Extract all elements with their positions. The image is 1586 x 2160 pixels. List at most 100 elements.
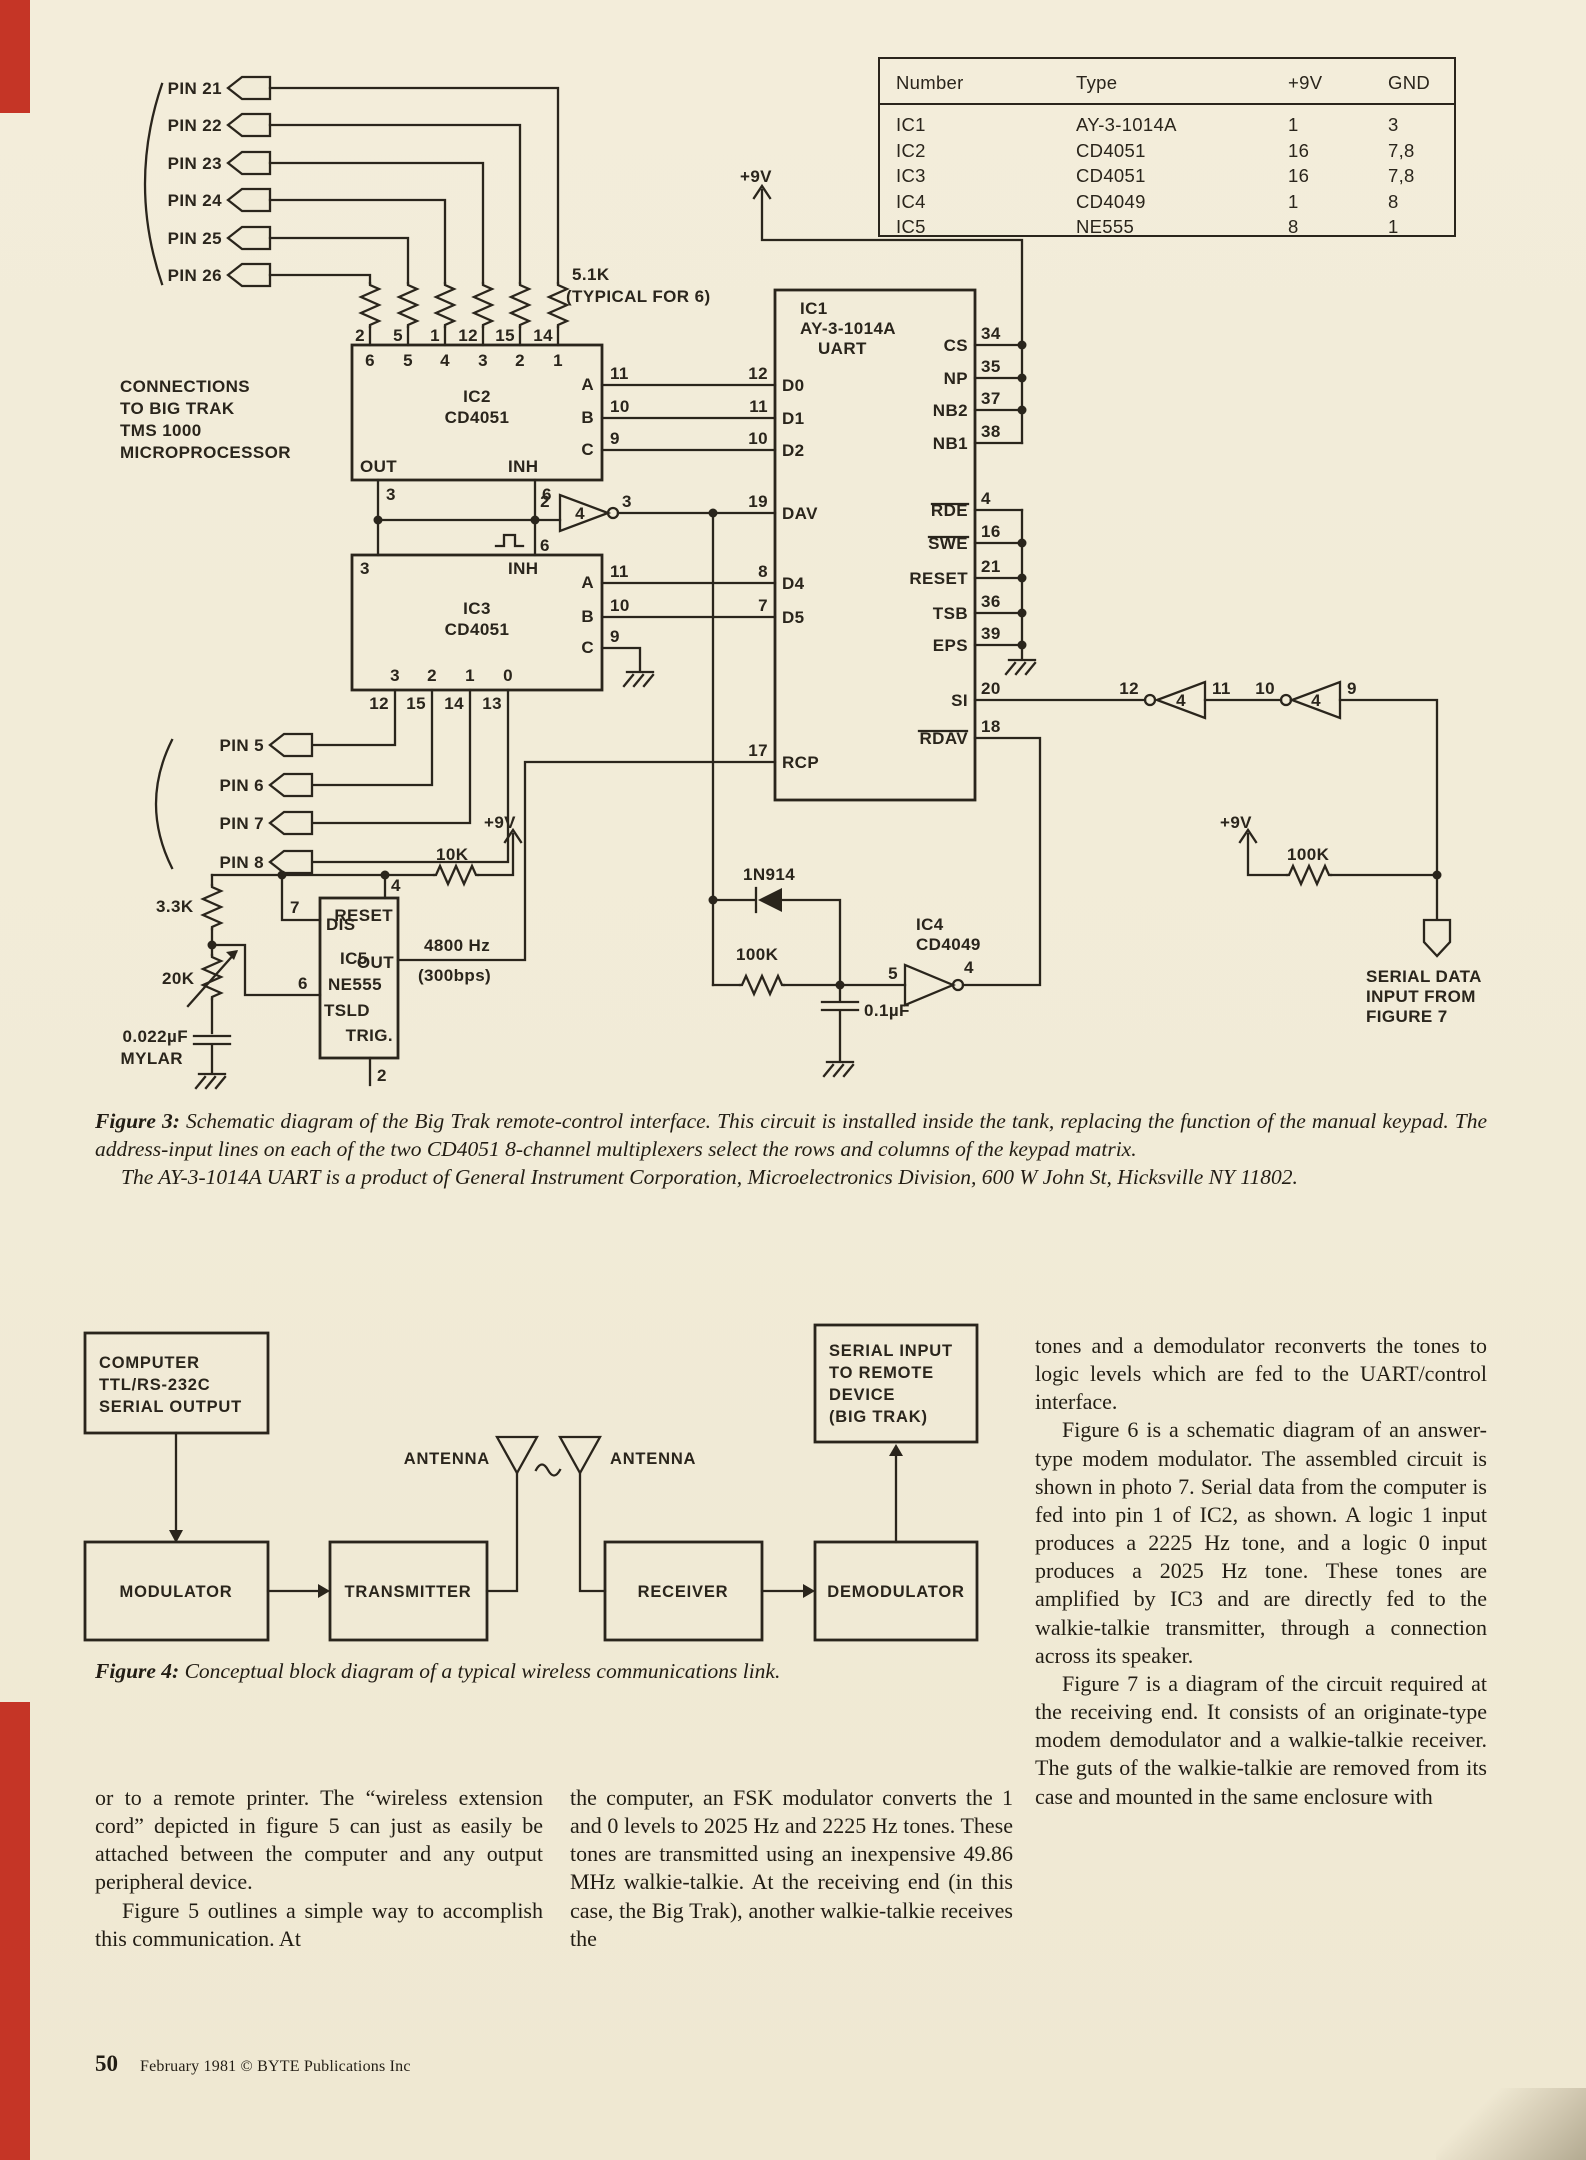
- ic1-part: AY-3-1014A: [800, 319, 896, 338]
- mylar-capacitor-type: MYLAR: [121, 1049, 183, 1068]
- uart-d0-pin: 12: [748, 364, 768, 383]
- ic5-timer: DIS RESET IC5 OUT NE555 TSLD TRIG. 7 4 6…: [121, 760, 777, 1090]
- ic2-inner-pin: 6: [365, 351, 375, 370]
- ic4-ref: IC4: [916, 915, 944, 934]
- table-row: IC1 AY-3-1014A 1 3: [880, 112, 1454, 138]
- table-row: IC3 CD4051 16 7,8: [880, 163, 1454, 189]
- ic5-out-label: OUT: [357, 953, 394, 972]
- footer-imprint: February 1981 © BYTE Publications Inc: [140, 2058, 411, 2075]
- si-inverter2-icon: [1288, 680, 1342, 720]
- pin26-label: PIN 26: [168, 266, 222, 285]
- ic3-ref: IC3: [463, 599, 491, 618]
- uart-tsb-pin: 36: [981, 592, 1001, 611]
- ic2-inner-pin: 3: [478, 351, 488, 370]
- table-row: IC2 CD4051 16 7,8: [880, 138, 1454, 164]
- ic-9v-pin: 1: [1288, 114, 1299, 135]
- ic2-multiplexer: 2 5 1 12 15 14 6 5 4 3 2 1 IC2 CD4051 A …: [350, 326, 629, 504]
- pullup-value-label: 5.1K: [572, 265, 610, 284]
- si-inv2-gate: 4: [1311, 691, 1321, 710]
- ic5-part: NE555: [328, 975, 382, 994]
- uart-nb2-pin: 37: [981, 389, 1001, 408]
- ic3-in-pin: 3: [360, 559, 370, 578]
- uart-np-pin: 35: [981, 357, 1001, 376]
- ground-icon: [194, 1072, 227, 1090]
- serial-input-line1: SERIAL INPUT: [829, 1342, 953, 1360]
- ic-gnd-pin: 1: [1388, 216, 1399, 237]
- serial-note-line2: INPUT FROM: [1366, 987, 1476, 1006]
- pin8-label: PIN 8: [219, 853, 264, 872]
- uart-rcp-label: RCP: [782, 753, 819, 772]
- uart-tsb-label: TSB: [933, 604, 968, 623]
- ic3-part: CD4051: [445, 620, 510, 639]
- ic3-b-label: B: [581, 607, 594, 626]
- figure3-caption: Figure 3: Schematic diagram of the Big T…: [95, 1108, 1487, 1192]
- big-trak-top-pin-connectors: PIN 21 PIN 22 PIN 23 PIN 24 PIN 25 PIN 2…: [168, 75, 272, 288]
- ic2-inner-pin: 2: [515, 351, 525, 370]
- figure3-caption-label: Figure 3:: [95, 1109, 180, 1133]
- page-edge-red-top: [0, 0, 30, 113]
- dav-inverter-icon: [558, 493, 612, 533]
- serial-data-connector-icon: [1422, 918, 1452, 958]
- ic-9v-pin: 8: [1288, 216, 1299, 237]
- body-column-middle: the computer, an FSK modulator converts …: [570, 1784, 1013, 1953]
- ic5-trig-label: TRIG.: [346, 1026, 393, 1045]
- baud-rate-label: (300bps): [418, 966, 491, 985]
- clock-frequency-label: 4800 Hz: [424, 936, 490, 955]
- serial-input-line3: DEVICE: [829, 1386, 895, 1404]
- uart-np-label: NP: [944, 369, 968, 388]
- ic2-inner-pin: 5: [403, 351, 413, 370]
- uart-d5-label: D5: [782, 608, 805, 627]
- page-edge-red-bottom: [0, 1702, 30, 2160]
- ic3-inner-pin: 3: [390, 666, 400, 685]
- diode-value: 1N914: [743, 865, 795, 884]
- connections-note-line2: TO BIG TRAK: [120, 399, 235, 418]
- connections-note-line1: CONNECTIONS: [120, 377, 250, 396]
- dav-inverter-out-pin: 3: [622, 492, 632, 511]
- ic2-top-pin: 12: [458, 326, 478, 345]
- paragraph: Figure 6 is a schematic diagram of an an…: [1035, 1417, 1487, 1668]
- clock-wire: [396, 760, 777, 962]
- ic-type: CD4049: [1076, 190, 1146, 212]
- serial-pullup-resistor-icon: [1285, 863, 1333, 887]
- ic-table-header: Type: [1076, 72, 1118, 93]
- ic3-c-label: C: [581, 638, 594, 657]
- ic5-trig-pin: 2: [377, 1066, 387, 1085]
- ic3-bottom-pin: 14: [444, 694, 464, 713]
- uart-rdav-pin: 18: [981, 717, 1001, 736]
- ic2-out-pin: 3: [386, 485, 396, 504]
- antenna-left-icon: [495, 1435, 539, 1476]
- serial-input-line2: TO REMOTE: [829, 1364, 934, 1382]
- serial-note-line1: SERIAL DATA: [1366, 967, 1482, 986]
- arrow-right-icon: [318, 1584, 330, 1598]
- resistor-3k3-value: 3.3K: [156, 897, 194, 916]
- serial-input-line4: (BIG TRAK): [829, 1408, 928, 1426]
- ic-pin-table: Number Type +9V GND IC1 AY-3-1014A 1 3 I…: [878, 57, 1456, 237]
- uart-rde-pin: 4: [981, 489, 991, 508]
- pin5-label: PIN 5: [219, 736, 264, 755]
- ic3-a-label: A: [581, 573, 594, 592]
- figure3-caption-text: Schematic diagram of the Big Trak remote…: [95, 1109, 1488, 1161]
- ic-table-header-row: Number Type +9V GND: [880, 59, 1454, 105]
- ic2-a-label: A: [581, 375, 594, 394]
- pin-group-braces: [143, 82, 174, 870]
- filter-capacitor-icon: [820, 983, 860, 1062]
- arrow-up-icon: [889, 1444, 903, 1456]
- ic-table-header: Number: [896, 72, 964, 93]
- ic1-uart: IC1 AY-3-1014A UART D0 D1 D2 DAV D4 D5 R…: [748, 288, 1024, 802]
- ic-number: IC3: [896, 165, 926, 186]
- connections-note: CONNECTIONS TO BIG TRAK TMS 1000 MICROPR…: [120, 377, 291, 462]
- ic4-in-pin: 5: [888, 964, 898, 983]
- ic2-inner-pin: 4: [440, 351, 450, 370]
- pullup-resistors: 5.1K (TYPICAL FOR 6): [358, 265, 710, 347]
- uart-d1-label: D1: [782, 409, 805, 428]
- paragraph: Figure 7 is a diagram of the circuit req…: [1035, 1670, 1487, 1809]
- pin7-label: PIN 7: [219, 814, 264, 833]
- figure3-caption-text2: The AY-3-1014A UART is a product of Gene…: [121, 1164, 1298, 1189]
- uart-rde-label: RDE: [931, 501, 968, 520]
- computer-box-line1: COMPUTER: [99, 1354, 200, 1372]
- serial-input-chain: 12 4 11 10 4 9 +9V 100K SERIAL DATA INPU…: [973, 679, 1482, 1026]
- data-bus-wires: 12 11 10: [600, 364, 777, 452]
- uart-rcp-pin: 17: [748, 741, 768, 760]
- ic2-top-pin: 14: [533, 326, 553, 345]
- ic3-multiplexer: 3 INH 6 IC3 CD4051 A B C 11 10 9 8 7 12 …: [310, 536, 777, 864]
